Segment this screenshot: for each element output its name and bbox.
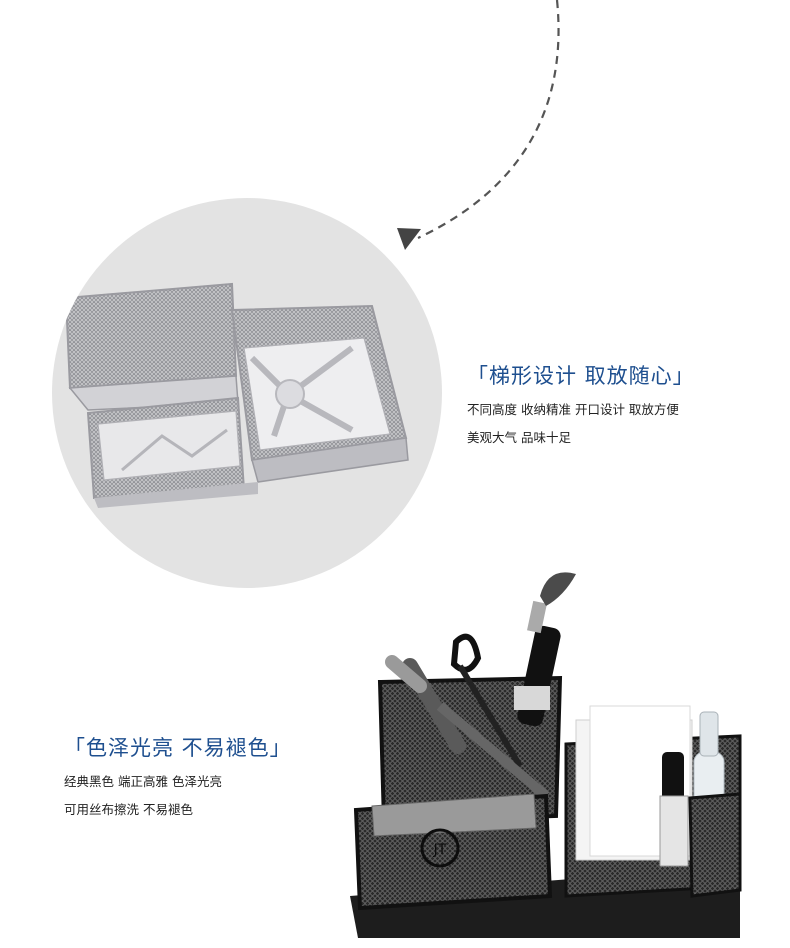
feature-title: 「梯形设计 取放随心」	[467, 364, 695, 388]
feature-description-line: 经典黑色 端正高雅 色泽光亮	[64, 774, 222, 789]
feature-color-gloss: 「色泽光亮 不易褪色」 经典黑色 端正高雅 色泽光亮 可用丝布擦洗 不易褪色	[64, 732, 292, 818]
dashed-arrow-icon	[397, 0, 560, 250]
feature-title: 「色泽光亮 不易褪色」	[64, 736, 292, 760]
feature-trapezoid-design: 「梯形设计 取放随心」 不同高度 收纳精准 开口设计 取放方便 美观大气 品味十…	[467, 360, 695, 446]
silver-mesh-organizer-image	[64, 282, 409, 508]
feature-description-line: 可用丝布擦洗 不易褪色	[64, 802, 193, 817]
feature-description-line: 美观大气 品味十足	[467, 430, 571, 445]
black-mesh-organizer-image: JT	[350, 572, 742, 938]
feature-description-line: 不同高度 收纳精准 开口设计 取放方便	[467, 402, 679, 417]
svg-text:JT: JT	[433, 842, 447, 858]
product-zoom-circle	[52, 198, 442, 588]
